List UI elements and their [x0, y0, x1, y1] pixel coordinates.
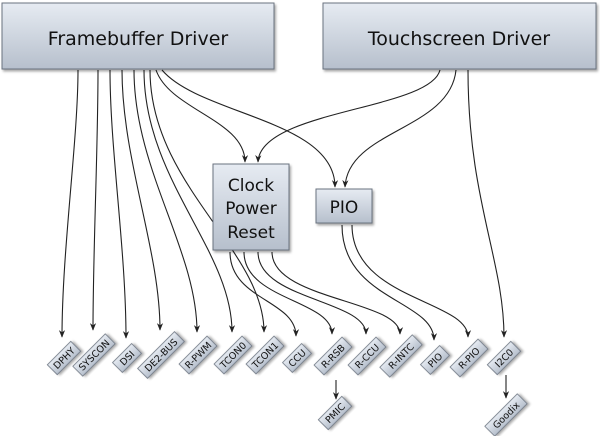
leaf-r-intc: R-INTC [379, 334, 423, 378]
edge-fb-syscon [89, 69, 99, 331]
framebuffer-driver-label: Framebuffer Driver [48, 28, 229, 50]
edge-pio-rpio [351, 224, 472, 338]
leaf-r-rsb: R-RSB [313, 336, 353, 376]
edge-pio-pio [341, 224, 438, 341]
edge-fb-clock [155, 69, 249, 163]
power-label: Power [225, 199, 276, 219]
edge-cpr-ccu [229, 251, 300, 337]
clock-power-reset-node: Clock Power Reset [212, 163, 290, 251]
leaf-syscon: SYSCON [72, 333, 116, 377]
pio-main-label: PIO [330, 198, 359, 218]
edge-fb-rpwm [133, 69, 201, 333]
edges-layer [58, 69, 510, 400]
edge-fb-dphy [58, 69, 79, 338]
touchscreen-driver-label: Touchscreen Driver [367, 28, 550, 50]
edge-cpr-rrsb [243, 251, 336, 335]
leaf-dsi: DSI [111, 342, 143, 374]
leaf-de2-bus-label: DE2-BUS [143, 337, 180, 374]
reset-label: Reset [227, 223, 275, 243]
edge-ts-i2c0 [467, 69, 508, 338]
leaf-r-pio: R-PIO [449, 338, 489, 378]
edge-cpr-rintc [271, 251, 404, 335]
edge-fb-tcon1 [149, 69, 268, 333]
leaf-pmic: PMIC [317, 395, 353, 431]
leaf-goodix: Goodix [484, 393, 528, 436]
touchscreen-driver-node: Touchscreen Driver [322, 2, 597, 70]
leaf-ccu: CCU [281, 342, 313, 374]
leaf-dphy: DPHY [46, 340, 82, 376]
edge-fb-pio [161, 69, 339, 188]
clock-label: Clock [228, 176, 274, 196]
edge-fb-de2bus [121, 69, 164, 331]
sub-leaves-layer: PMIC Goodix [317, 393, 528, 436]
leaf-pio: PIO [419, 344, 451, 376]
framebuffer-driver-node: Framebuffer Driver [1, 2, 275, 70]
edge-ts-pio [342, 69, 457, 188]
edge-fb-tcon0 [143, 69, 236, 333]
leaf-r-pwm: R-PWM [178, 335, 218, 375]
edge-ts-clock [255, 69, 441, 163]
leaf-i2c0: I2C0 [486, 340, 522, 376]
leaf-de2-bus: DE2-BUS [137, 331, 185, 379]
leaf-tcon1: TCON1 [245, 335, 285, 375]
leaf-tcon0: TCON0 [213, 335, 253, 375]
edge-cpr-rccu [257, 251, 370, 335]
pio-main-node: PIO [315, 188, 373, 224]
edge-fb-dsi [109, 69, 130, 339]
leaf-syscon-label: SYSCON [77, 338, 112, 373]
leaf-r-ccu: R-CCU [347, 336, 387, 376]
